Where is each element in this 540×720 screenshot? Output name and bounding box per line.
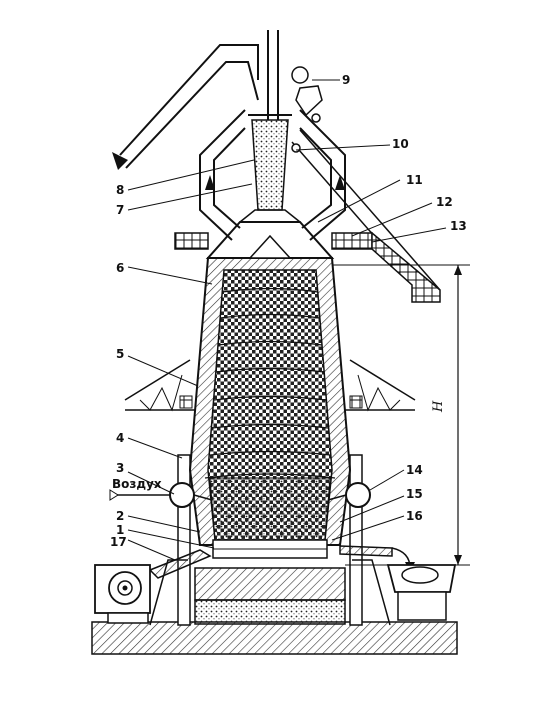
callout-13: 13	[450, 219, 467, 233]
callout-labels: 1 2 3 4 5 6 7 8 9 10 11 12 13 14 15 16 1…	[110, 73, 467, 549]
callout-1: 1	[116, 523, 124, 537]
callout-16: 16	[406, 509, 423, 523]
height-dimension: H	[332, 264, 470, 566]
furnace-lining	[188, 257, 352, 559]
furnace-top	[205, 66, 441, 301]
tuyeres	[109, 482, 371, 508]
taphole-equipment	[94, 545, 457, 624]
callout-8: 8	[116, 183, 124, 197]
air-label: Воздух	[112, 477, 162, 491]
callout-7: 7	[116, 203, 124, 217]
gas-offtakes	[112, 30, 346, 241]
callout-17: 17	[110, 535, 127, 549]
callout-14: 14	[406, 463, 423, 477]
callout-4: 4	[116, 431, 124, 445]
callout-15: 15	[406, 487, 423, 501]
callout-5: 5	[116, 347, 124, 361]
foundation	[91, 567, 458, 655]
callout-11: 11	[406, 173, 423, 187]
platforms	[124, 231, 441, 412]
height-label: H	[431, 400, 446, 413]
callout-12: 12	[436, 195, 453, 209]
callout-6: 6	[116, 261, 124, 275]
callout-9: 9	[342, 73, 350, 87]
callout-10: 10	[392, 137, 409, 151]
callout-2: 2	[116, 509, 124, 523]
callout-3: 3	[116, 461, 124, 475]
leader-lines	[127, 79, 447, 561]
